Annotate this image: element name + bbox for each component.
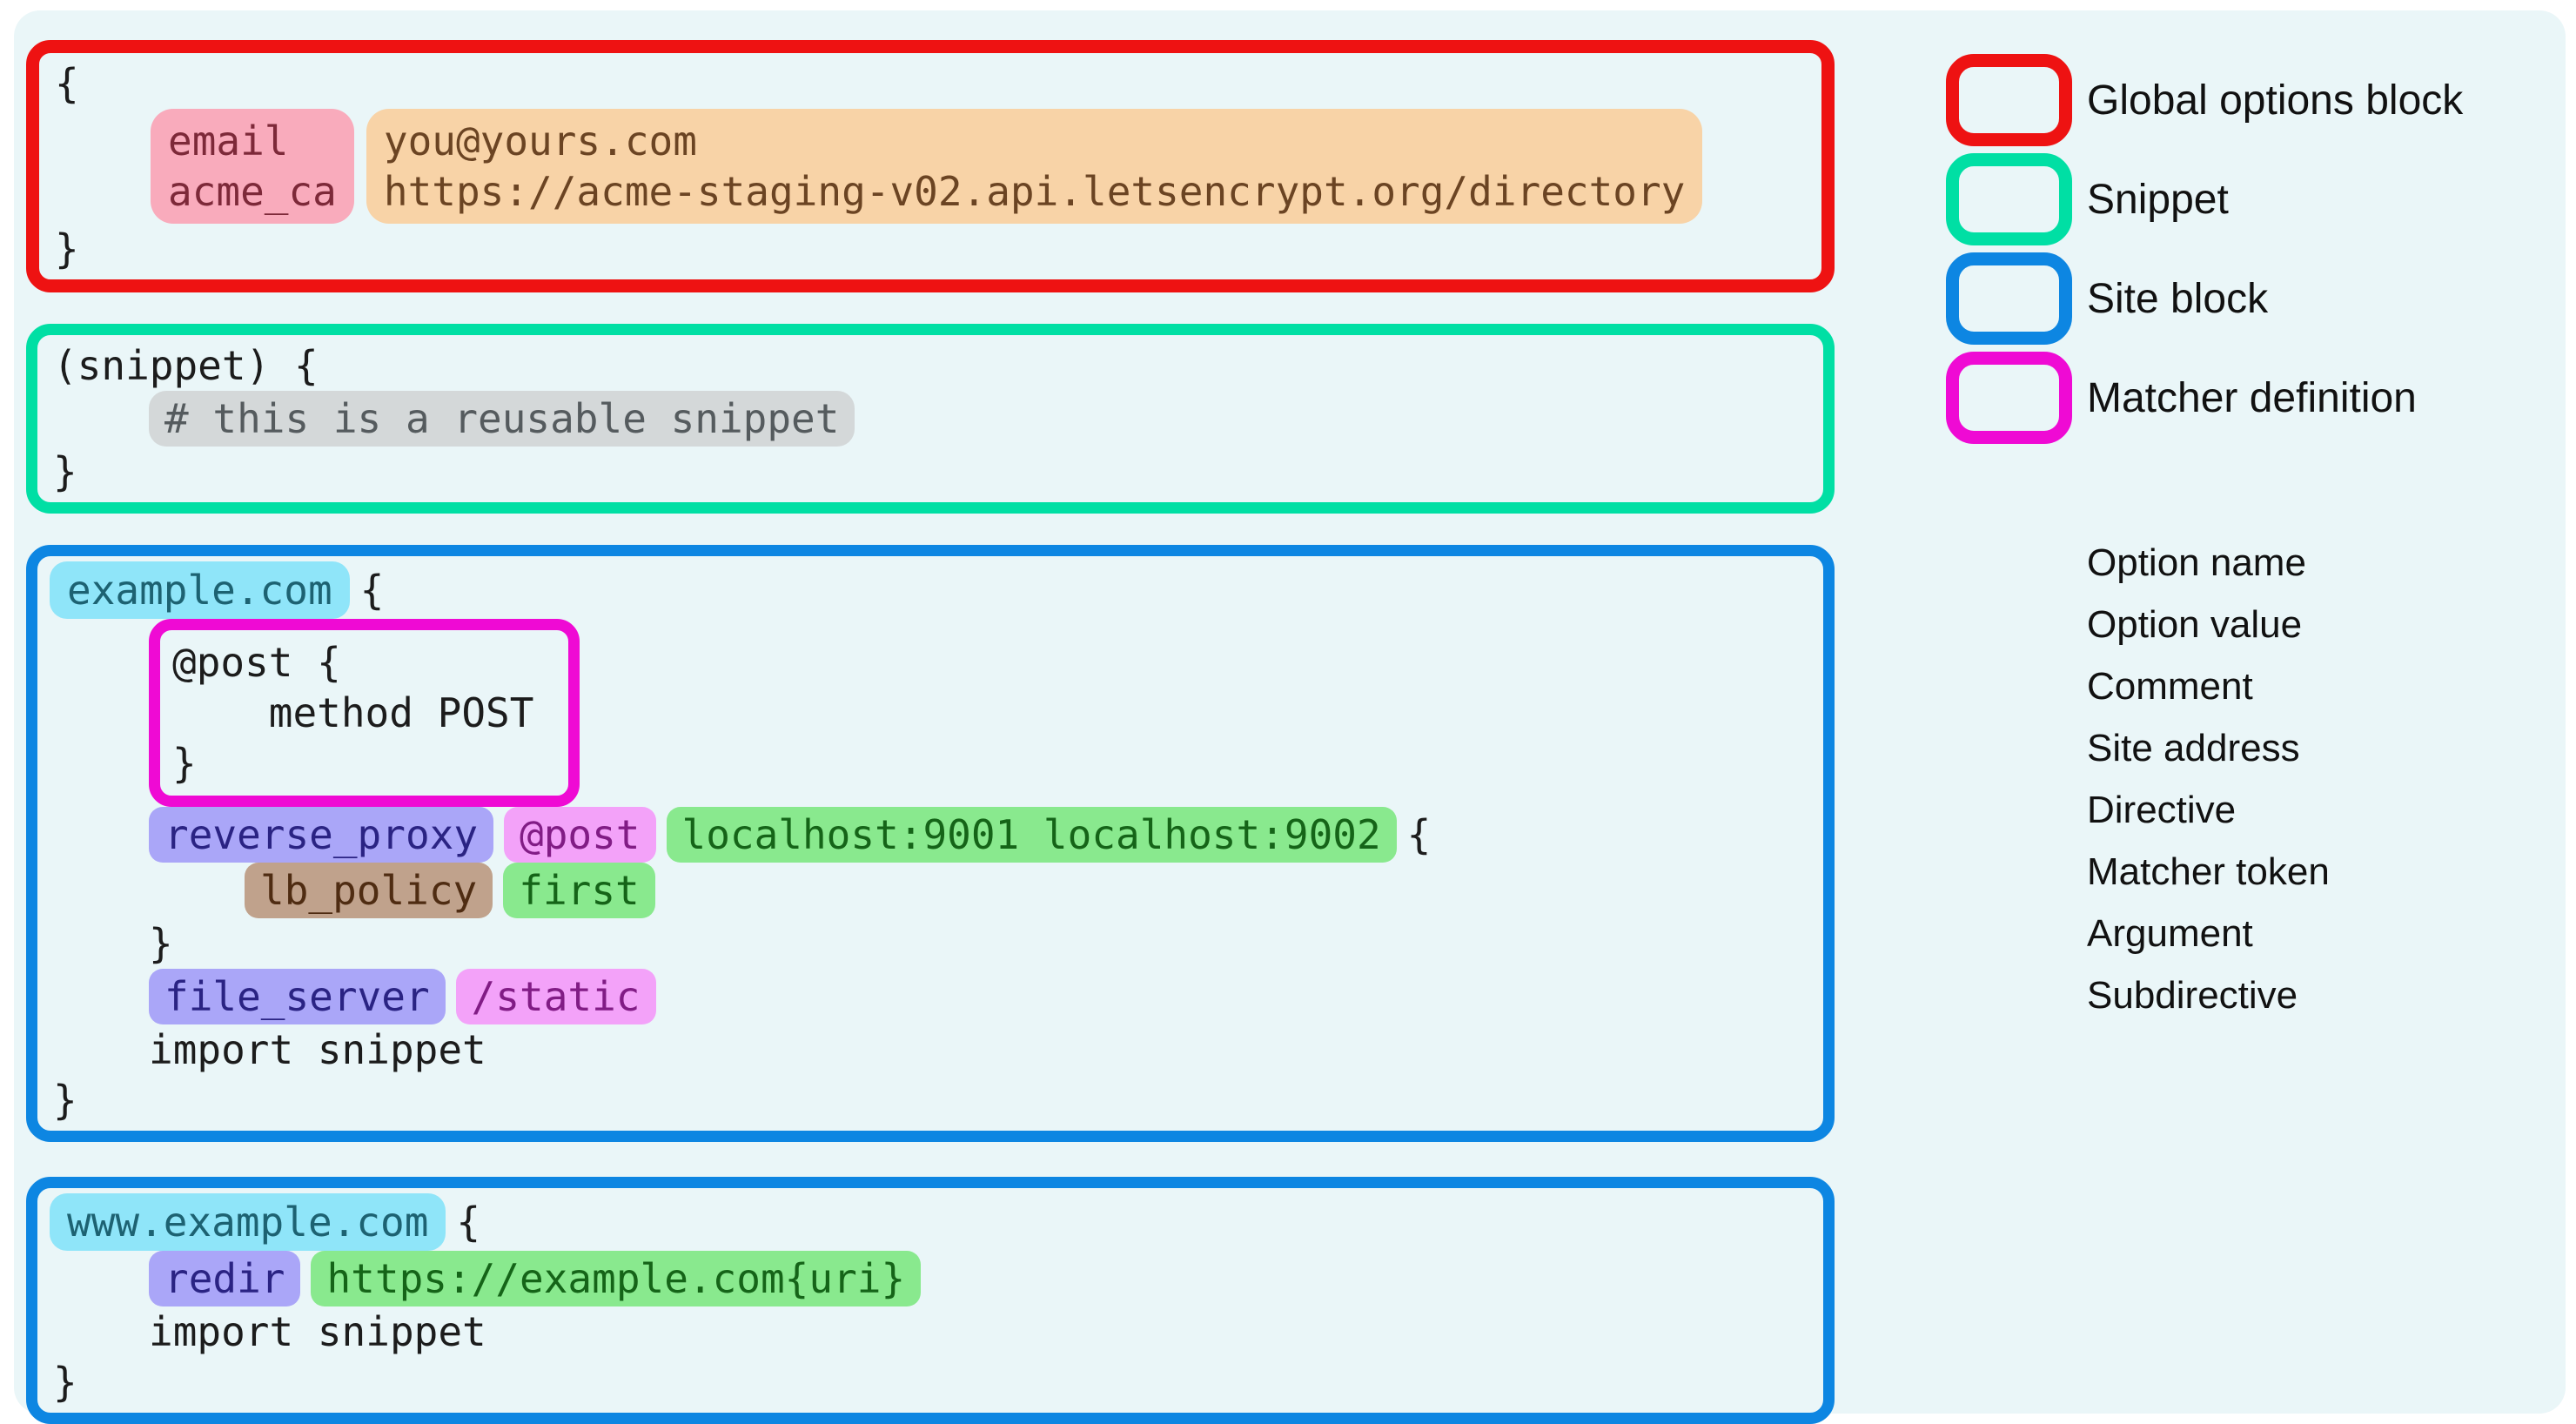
- reverse-proxy-line: reverse_proxy @post localhost:9001 local…: [149, 807, 1808, 863]
- option-values-pill: you@yours.com https://acme-staging-v02.a…: [366, 109, 1703, 224]
- legend-label: Site block: [2087, 275, 2269, 322]
- site-block-swatch-icon: [1946, 252, 2072, 345]
- matcher-token-pill: /static: [455, 969, 656, 1024]
- file-server-line: file_server /static: [149, 969, 1808, 1024]
- argument-pill: localhost:9001 localhost:9002: [666, 807, 1397, 863]
- legend-item-directive: Directive: [1946, 789, 2539, 832]
- legend-label: Snippet: [2087, 176, 2229, 223]
- legend-label: Argument: [2087, 912, 2253, 955]
- open-brace: {: [359, 567, 385, 614]
- import-statement: import snippet: [149, 1026, 486, 1073]
- site-close-brace-line: }: [53, 1357, 1808, 1407]
- reverse-proxy-close-line: }: [149, 918, 1808, 969]
- site-block-example-com: example.com { @post { method POST } reve…: [26, 545, 1835, 1142]
- caddyfile-structure-diagram: { email acme_ca you@yours.com https://ac…: [14, 10, 2566, 1424]
- matcher-token-pill: @post: [504, 807, 656, 863]
- global-options-block: { email acme_ca you@yours.com https://ac…: [26, 40, 1835, 292]
- snippet-swatch-icon: [1946, 153, 2072, 245]
- site-address-pill: www.example.com: [50, 1193, 446, 1251]
- global-close-brace-line: }: [55, 224, 1806, 274]
- matcher-definition-box: @post { method POST }: [149, 619, 580, 807]
- legend-block-types: Global options block Snippet Site block …: [1946, 54, 2539, 444]
- legend-item-option-name: Option name: [1946, 541, 2539, 585]
- legend-item-site-address: Site address: [1946, 727, 2539, 770]
- directive-pill: reverse_proxy: [149, 807, 494, 863]
- legend-item-matcher-definition: Matcher definition: [1946, 352, 2539, 444]
- legend-item-snippet: Snippet: [1946, 153, 2539, 245]
- legend-item-argument: Argument: [1946, 912, 2539, 956]
- legend-item-site-block: Site block: [1946, 252, 2539, 345]
- snippet-header: (snippet) {: [53, 342, 319, 389]
- legend-item-matcher-token: Matcher token: [1946, 850, 2539, 894]
- close-brace: }: [55, 225, 79, 272]
- site-address-line: example.com {: [50, 561, 1808, 619]
- argument-pill: https://example.com{uri}: [311, 1251, 922, 1306]
- argument-pill: first: [503, 863, 655, 918]
- legend-label: Global options block: [2087, 77, 2464, 124]
- matcher-definition-swatch-icon: [1946, 352, 2072, 444]
- legend-label: Subdirective: [2087, 974, 2298, 1017]
- site-address-line: www.example.com {: [50, 1193, 1808, 1251]
- redir-line: redir https://example.com{uri}: [149, 1251, 1808, 1306]
- global-open-brace-line: {: [55, 58, 1806, 109]
- open-brace: {: [456, 1199, 481, 1246]
- close-brace: }: [53, 448, 77, 495]
- legend-label: Site address: [2087, 727, 2300, 769]
- legend-item-subdirective: Subdirective: [1946, 974, 2539, 1018]
- open-brace: {: [1406, 811, 1432, 858]
- import-line: import snippet: [149, 1306, 1808, 1357]
- option-names-pill: email acme_ca: [151, 109, 354, 224]
- comment-pill: # this is a reusable snippet: [149, 391, 855, 447]
- subdirective-pill: lb_policy: [245, 863, 493, 918]
- legend-label: Option value: [2087, 603, 2303, 646]
- site-block-www-example-com: www.example.com { redir https://example.…: [26, 1177, 1835, 1424]
- global-options-swatch-icon: [1946, 54, 2072, 146]
- legend-item-comment: Comment: [1946, 665, 2539, 709]
- legend-item-option-value: Option value: [1946, 603, 2539, 647]
- legend-item-global-options: Global options block: [1946, 54, 2539, 146]
- legend-label: Comment: [2087, 665, 2253, 708]
- global-options-row: email acme_ca you@yours.com https://acme…: [151, 109, 1806, 224]
- snippet-header-line: (snippet) {: [53, 340, 1808, 391]
- snippet-close-brace-line: }: [53, 447, 1808, 497]
- lb-policy-line: lb_policy first: [245, 863, 1808, 918]
- import-statement: import snippet: [149, 1308, 486, 1355]
- legend-label: Matcher token: [2087, 850, 2330, 893]
- close-brace: }: [53, 1077, 77, 1124]
- legend-label: Directive: [2087, 789, 2237, 831]
- legend: Global options block Snippet Site block …: [1835, 40, 2539, 1398]
- close-brace: }: [149, 920, 173, 967]
- directive-pill: file_server: [149, 969, 446, 1024]
- close-brace: }: [53, 1359, 77, 1406]
- import-line: import snippet: [149, 1024, 1808, 1075]
- legend-label: Matcher definition: [2087, 374, 2417, 421]
- snippet-comment-line: # this is a reusable snippet: [149, 391, 1808, 447]
- site-close-brace-line: }: [53, 1075, 1808, 1125]
- snippet-block: (snippet) { # this is a reusable snippet…: [26, 324, 1835, 514]
- open-brace: {: [55, 60, 79, 107]
- legend-label: Option name: [2087, 541, 2306, 584]
- site-address-pill: example.com: [50, 561, 350, 619]
- matcher-definition-code: @post { method POST }: [172, 639, 534, 787]
- caddyfile-code-column: { email acme_ca you@yours.com https://ac…: [26, 40, 1835, 1424]
- directive-pill: redir: [149, 1251, 301, 1306]
- legend-token-types: Option name Option value Comment Site ad…: [1946, 541, 2539, 1018]
